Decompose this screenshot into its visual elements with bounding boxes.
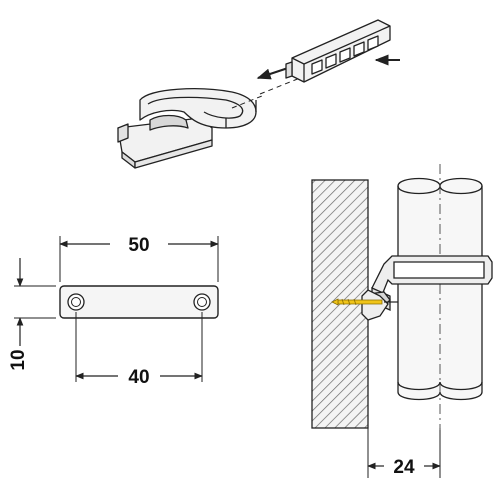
slotted-rail <box>285 19 391 83</box>
assembly-view <box>117 19 400 169</box>
pipe <box>397 164 483 430</box>
dimension-overall-length: 50 <box>59 235 219 256</box>
dimension-label-50: 50 <box>128 235 149 256</box>
mounting-hole-right <box>193 293 211 311</box>
dimension-hole-spacing: 40 <box>75 367 203 388</box>
dimension-label-24: 24 <box>393 457 415 478</box>
dimension-wall-offset: 24 <box>367 457 441 478</box>
installation-view <box>311 164 493 430</box>
dimension-label-40: 40 <box>128 367 149 388</box>
clip-part <box>117 88 257 169</box>
pipe-clip <box>361 255 493 321</box>
dimension-label-10: 10 <box>8 349 29 370</box>
clip-front-outline <box>59 285 219 319</box>
front-view: 50 40 10 24 <box>8 235 441 478</box>
screw <box>331 298 398 306</box>
dimension-height: 10 <box>8 258 29 371</box>
mounting-hole-left <box>67 293 85 311</box>
